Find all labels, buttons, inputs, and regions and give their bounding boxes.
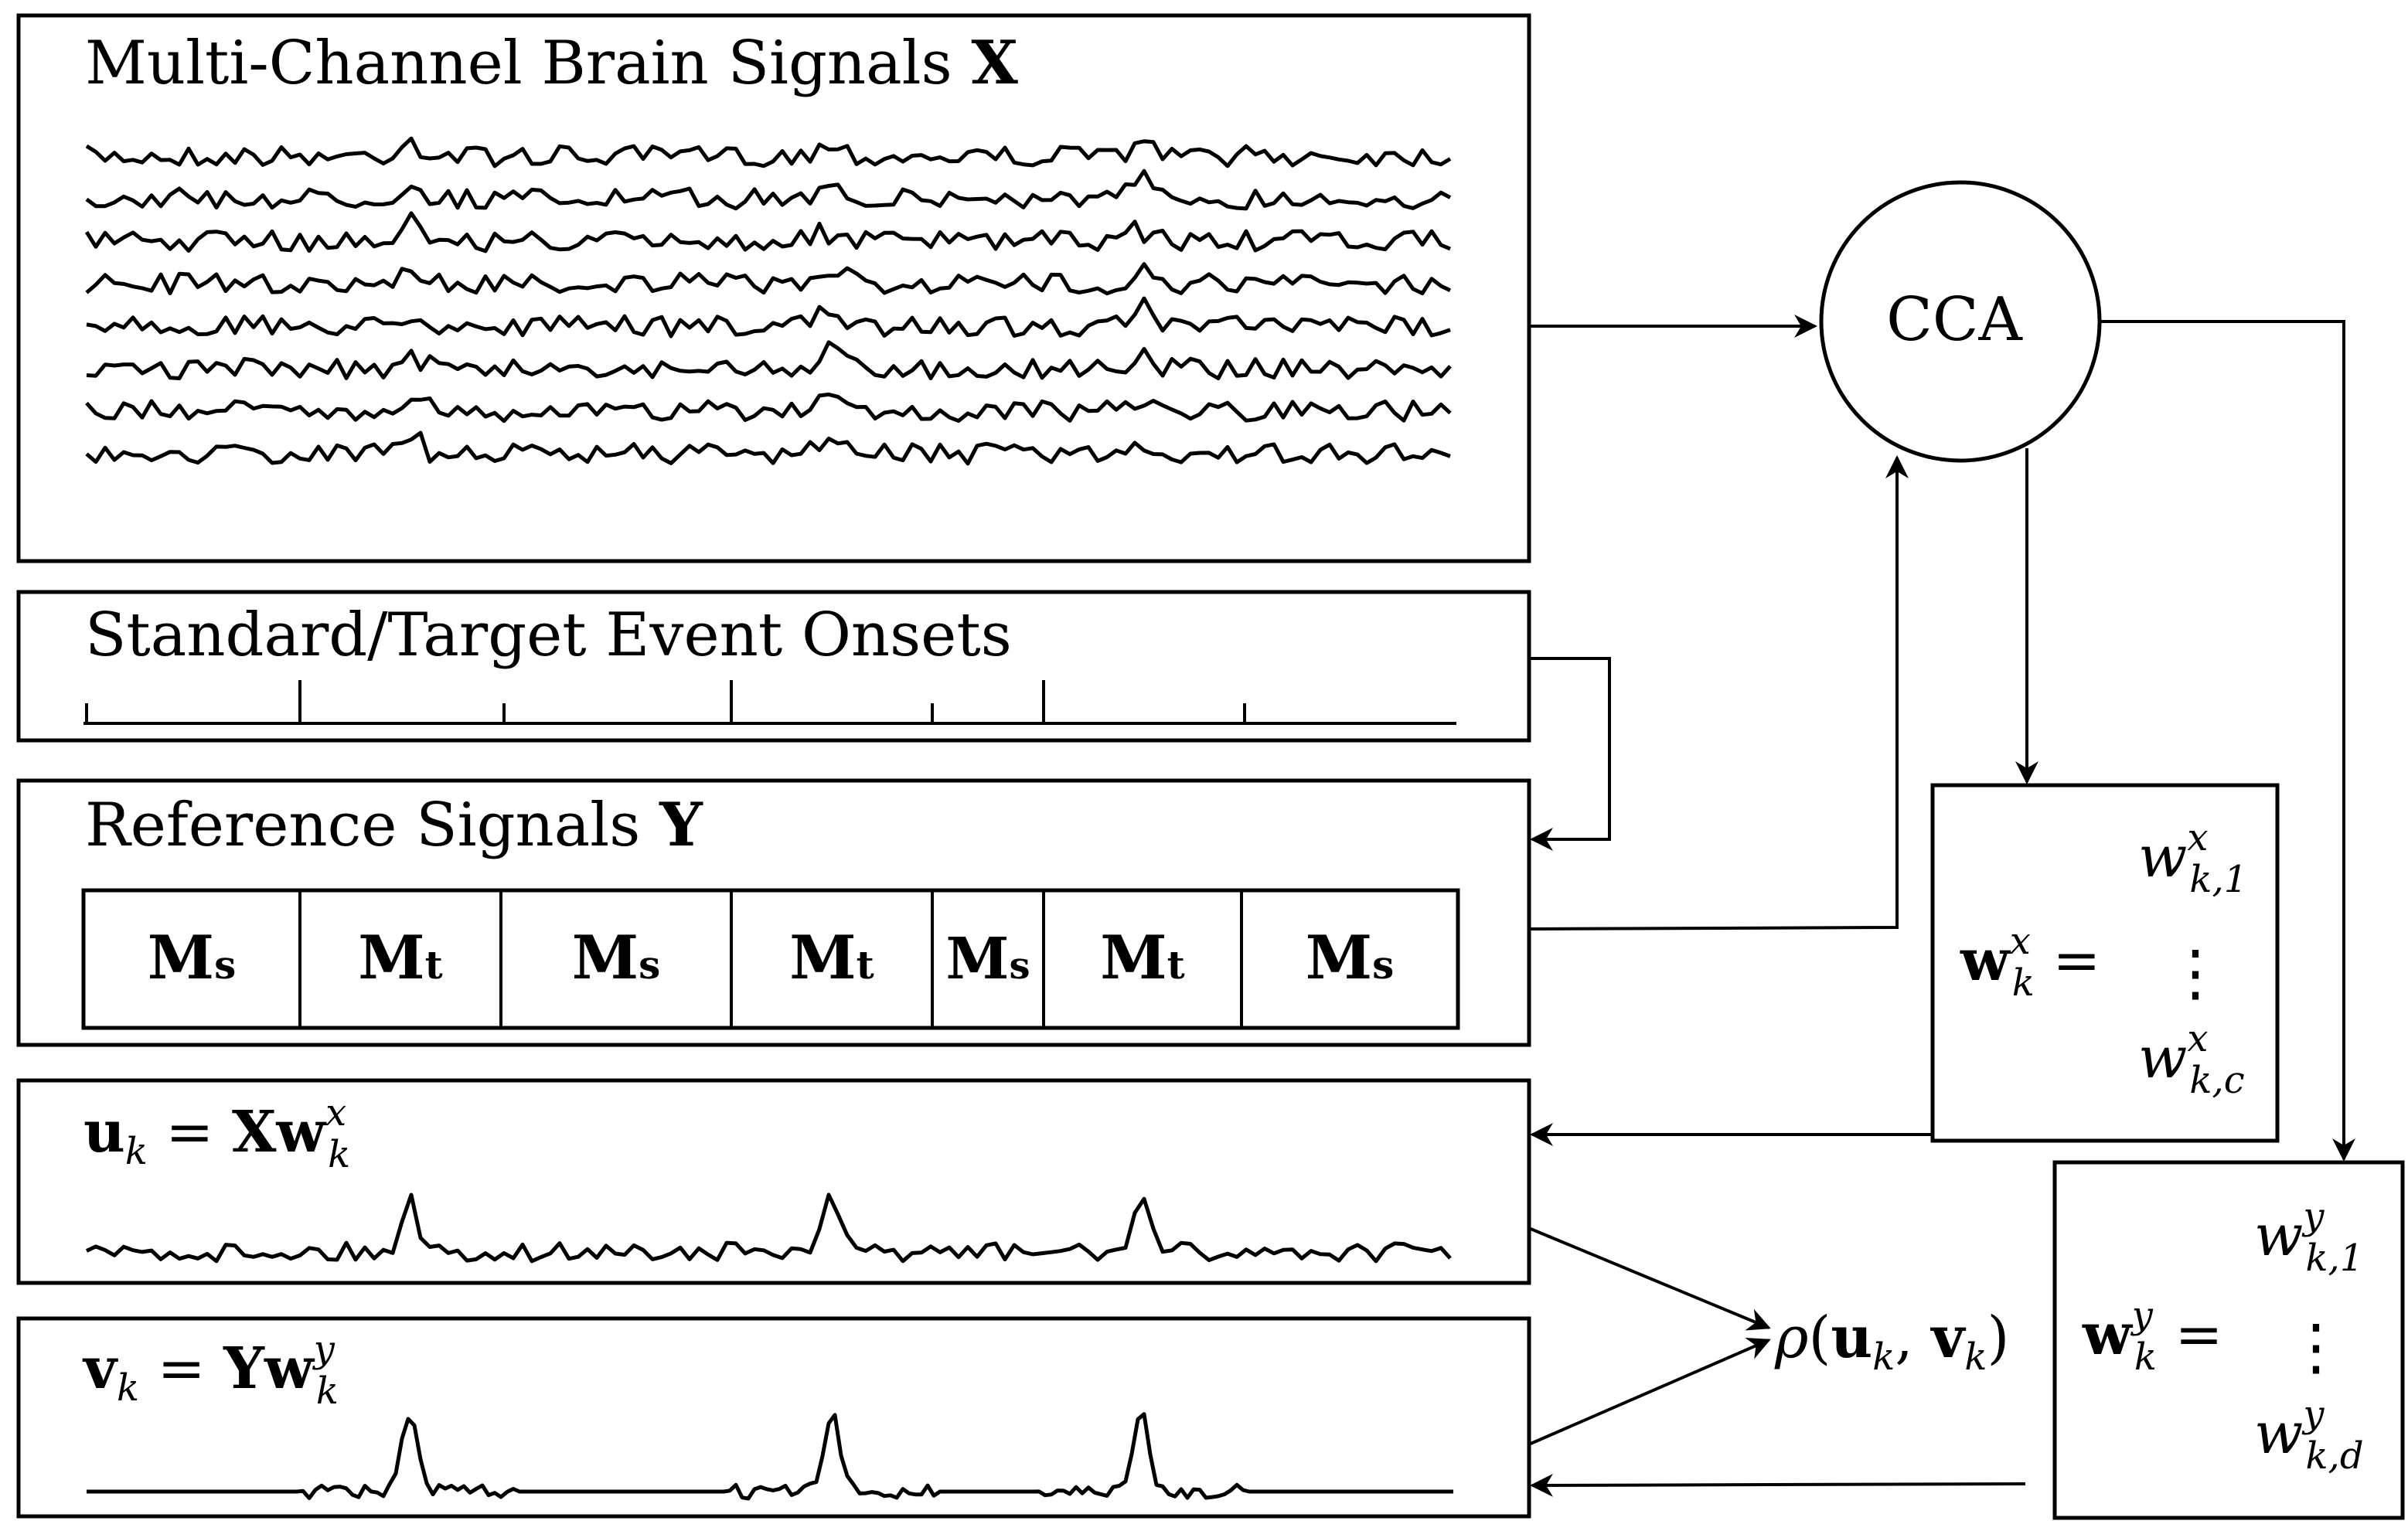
segment-label: Ms (1306, 923, 1395, 993)
segment-label: Mt (1100, 923, 1184, 993)
event-onsets-title: Standard/Target Event Onsets (85, 600, 1012, 670)
event-onsets-box (16, 590, 1531, 743)
brain-channel-trace (85, 430, 1451, 466)
brain-channel-trace (84, 211, 1451, 253)
v-signal-trace (87, 1412, 1453, 1501)
wy-vector-box (2052, 1160, 2405, 1520)
brain-channel-trace (85, 392, 1452, 424)
reference-signals-title: Reference Signals Y (85, 790, 703, 860)
arrow-wy-to-v (1530, 1473, 2026, 1497)
wx-vector-box (1930, 783, 2280, 1143)
segment-label: Mt (789, 923, 874, 993)
segment-label: Mt (358, 923, 442, 993)
segment-label: Ms (572, 923, 661, 993)
reference-segment-labels: Ms Mt Ms Mt Ms Mt Ms (148, 923, 1395, 993)
u-signal-box (16, 1078, 1531, 1285)
v-signal-box (16, 1316, 1531, 1519)
u-signal-trace (85, 1192, 1452, 1264)
brain-signals-panel: Multi-Channel Brain Signals X (16, 13, 1531, 563)
wx-dots: ⋮ (2164, 937, 2226, 1009)
brain-channel-trace (86, 340, 1452, 381)
arrow-onsets-to-reference (1530, 657, 1611, 851)
event-onsets-panel: Standard/Target Event Onsets (16, 590, 1531, 743)
correlation-label: ρ(uk, vk) (1774, 1305, 2009, 1379)
brain-signals-box (16, 13, 1531, 563)
arrow-u-to-correlation (1530, 1227, 1771, 1331)
brain-channel-trace (86, 296, 1451, 339)
arrow-cca-to-wy (2098, 320, 2355, 1162)
cca-label: CCA (1886, 285, 2023, 355)
wy-dots: ⋮ (2285, 1311, 2347, 1383)
brain-channel-traces (84, 136, 1452, 466)
segment-label: Ms (148, 923, 237, 993)
event-onset-timeline (83, 680, 1456, 725)
arrow-v-to-correlation (1530, 1338, 1771, 1445)
arrow-y-to-cca (1530, 455, 1909, 931)
brain-signals-title: Multi-Channel Brain Signals X (85, 28, 1018, 98)
cca-node: CCA (1819, 180, 2102, 463)
reference-signals-box (16, 778, 1531, 1047)
brain-channel-trace (85, 136, 1452, 168)
segment-dividers (298, 890, 1243, 1028)
segment-label: Ms (946, 926, 1030, 992)
reference-segment-strip (81, 888, 1460, 1030)
reference-signals-panel: Reference Signals Y Ms Mt Ms Mt Ms Mt Ms (16, 778, 1531, 1047)
brain-channel-trace (85, 262, 1452, 296)
connectors (1530, 315, 2355, 1497)
brain-channel-trace (85, 168, 1452, 211)
